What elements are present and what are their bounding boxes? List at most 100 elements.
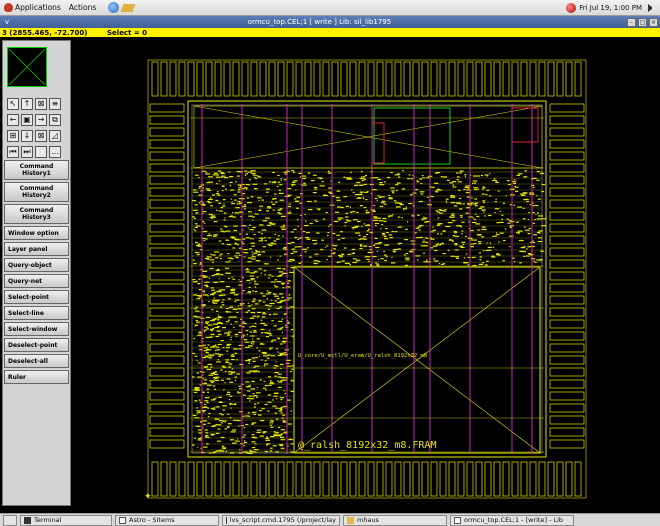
window-icon[interactable]: ▣ — [21, 114, 33, 126]
volume-icon[interactable] — [648, 3, 656, 12]
std-cell — [314, 253, 319, 255]
zoom-out-icon[interactable]: ⊠ — [35, 130, 47, 142]
show-desktop-button[interactable] — [3, 514, 17, 526]
std-cell — [318, 209, 321, 211]
io-pad — [549, 331, 585, 341]
actions-menu[interactable]: Actions — [69, 3, 96, 12]
std-cell — [246, 279, 251, 281]
window-menu-icon[interactable]: v — [4, 18, 10, 26]
measure-icon[interactable]: ◿ — [49, 130, 61, 142]
std-cell — [305, 220, 307, 222]
std-cell — [194, 251, 200, 254]
window-title-bar[interactable]: v ormcu_top.CEL;1 [ write ] Lib: sil_lib… — [0, 16, 660, 28]
layer-panel-button[interactable]: Layer panel — [4, 242, 69, 256]
std-cell — [196, 407, 198, 409]
std-cell — [336, 199, 341, 201]
std-cell — [415, 237, 419, 239]
zoom-box-icon[interactable]: ⊠ — [35, 98, 47, 110]
std-cell — [472, 217, 475, 219]
std-cell — [216, 317, 222, 319]
io-pad — [214, 461, 222, 497]
std-cell — [213, 433, 215, 435]
taskbar-item[interactable]: mhaus — [343, 514, 447, 526]
std-cell — [276, 348, 278, 350]
select-point-button[interactable]: Select-point — [4, 290, 69, 304]
overview-navigator[interactable] — [7, 47, 47, 87]
layers-icon[interactable]: ⧉ — [49, 114, 61, 126]
std-cell — [232, 212, 234, 214]
taskbar-item[interactable]: Astro - SItems — [115, 514, 219, 526]
std-cell — [421, 175, 424, 177]
std-cell — [226, 393, 231, 396]
zoom-fit-icon[interactable]: ≡ — [49, 98, 61, 110]
std-cell — [280, 377, 284, 379]
std-cell — [215, 406, 220, 408]
close-button[interactable]: × — [649, 17, 658, 27]
std-cell — [274, 365, 278, 367]
update-alert-icon[interactable] — [566, 2, 577, 13]
std-cell — [461, 221, 465, 223]
std-cell — [483, 187, 486, 189]
arrow-right-icon[interactable]: → — [35, 114, 47, 126]
std-cell — [209, 267, 214, 270]
std-cell — [243, 225, 247, 227]
select-window-button[interactable]: Select-window — [4, 322, 69, 336]
std-cell — [435, 191, 439, 193]
deselect-all-button[interactable]: Deselect-all — [4, 354, 69, 368]
ruler-button[interactable]: Ruler — [4, 370, 69, 384]
std-cell — [238, 344, 244, 346]
editor-launcher-icon[interactable] — [120, 3, 136, 12]
zoom-select-icon[interactable]: ↖ — [7, 98, 19, 110]
query-net-button[interactable]: Query-net — [4, 274, 69, 288]
std-cell — [252, 447, 256, 449]
std-cell — [206, 402, 209, 404]
std-cell — [423, 216, 425, 218]
std-cell — [289, 210, 291, 212]
std-cell — [401, 217, 403, 219]
layout-canvas[interactable]: U_core/U_mctl/U_eram/U_ralsh_8192x32_m8 … — [72, 38, 660, 510]
std-cell — [193, 308, 197, 310]
clock[interactable]: Fri Jul 19, 1:00 PM — [579, 3, 642, 12]
taskbar-item[interactable]: Terminal — [20, 514, 112, 526]
rewind-icon[interactable]: ⏮ — [7, 146, 19, 158]
io-pad — [511, 61, 519, 97]
fast-forward-icon[interactable]: ⏭ — [21, 146, 33, 158]
more-icon[interactable]: … — [49, 146, 61, 158]
std-cell — [450, 196, 456, 198]
zoom-in-icon[interactable]: ⊞ — [7, 130, 19, 142]
std-cell — [222, 327, 227, 329]
deselect-point-button[interactable]: Deselect-point — [4, 338, 69, 352]
maximize-button[interactable]: □ — [638, 17, 647, 27]
arrow-up-icon[interactable]: ↑ — [21, 98, 33, 110]
arrow-down-icon[interactable]: ↓ — [21, 130, 33, 142]
std-cell — [388, 194, 391, 197]
std-cell — [210, 433, 214, 435]
minimize-button[interactable]: – — [627, 17, 636, 27]
std-cell — [230, 336, 232, 339]
io-pad — [549, 175, 585, 185]
arrow-left-icon[interactable]: ← — [7, 114, 19, 126]
browser-launcher-icon[interactable] — [108, 2, 120, 13]
std-cell — [287, 423, 292, 425]
query-object-button[interactable]: Query-object — [4, 258, 69, 272]
std-cell — [494, 211, 496, 214]
std-cell — [417, 226, 421, 228]
layout-drawing[interactable]: U_core/U_mctl/U_eram/U_ralsh_8192x32_m8 … — [72, 38, 660, 510]
std-cell — [247, 385, 251, 387]
taskbar-item[interactable]: lvs_script.cmd.1795 (/project/lay — [222, 514, 340, 526]
window-option-button[interactable]: Window option — [4, 226, 69, 240]
std-cell — [216, 450, 221, 452]
std-cell — [290, 380, 295, 382]
applications-menu[interactable]: Applications — [4, 3, 61, 12]
std-cell — [245, 330, 249, 332]
std-cell — [214, 318, 217, 320]
taskbar-item[interactable]: ormcu_top.CEL;1 - [write] - Lib — [450, 514, 574, 526]
std-cell — [355, 226, 358, 228]
select-line-button[interactable]: Select-line — [4, 306, 69, 320]
std-cell — [277, 302, 282, 304]
std-cell — [498, 241, 500, 243]
blank-icon[interactable] — [35, 146, 47, 158]
